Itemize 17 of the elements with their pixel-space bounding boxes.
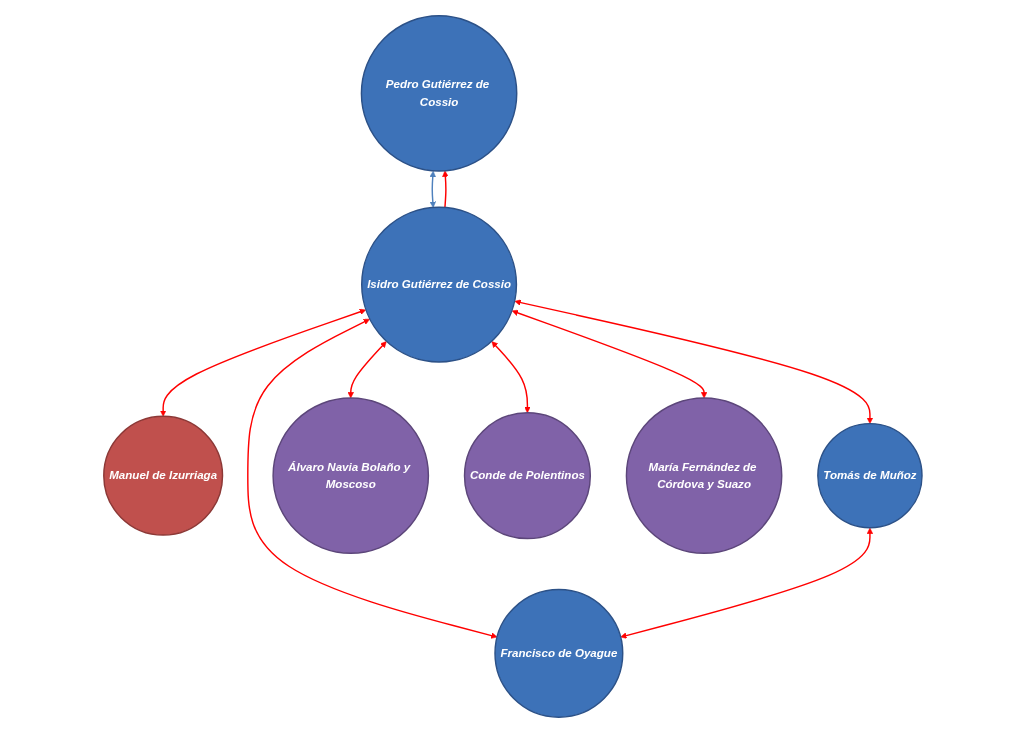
node-circle: Isidro Gutiérrez de Cossio [360,206,517,363]
arrow [159,308,366,417]
arrow [491,341,531,414]
node-circle: Manuel de Izurriaga [102,415,223,536]
arrow [511,309,707,399]
arrow [514,299,873,424]
node-circle: Álvaro Navia Bolaño y Moscoso [271,397,429,555]
node-circle: Francisco de Oyague [493,588,624,718]
arrow [441,170,449,209]
node-circle: Pedro Gutiérrez de Cossio [360,15,518,172]
arrow [347,341,387,399]
arrow [619,527,873,639]
node-circle: Conde de Polentinos [463,412,591,540]
arrow [429,170,436,208]
arrow [246,318,497,639]
node-circle: Tomás de Muñoz [816,422,923,529]
node-circle: María Fernández de Córdova y Suazo [625,397,783,555]
